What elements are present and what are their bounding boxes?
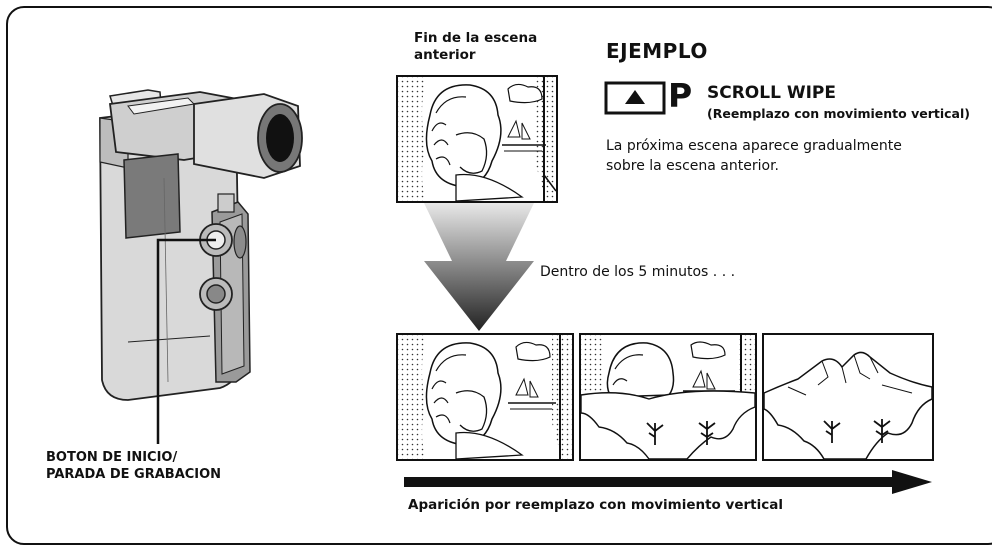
- button-label-line-2: PARADA DE GRABACION: [46, 467, 222, 482]
- sequence-image-2: [579, 333, 757, 461]
- scene-label: Fin de la escena anterior: [414, 30, 537, 64]
- up-arrow-icon: [604, 81, 666, 115]
- example-title: EJEMPLO: [606, 39, 708, 63]
- sequence-image-3: [762, 333, 934, 461]
- page-frame: [6, 6, 992, 545]
- camcorder-illustration: [99, 89, 303, 401]
- record-button-label: BOTON DE INICIO/ PARADA DE GRABACION: [46, 449, 221, 483]
- previous-scene-image: [396, 75, 558, 203]
- description-line-1: La próxima escena aparece gradualmente: [606, 138, 902, 154]
- right-arrow: [404, 470, 932, 494]
- leader-line: [156, 238, 216, 444]
- within-text: Dentro de los 5 minutos . . .: [540, 264, 736, 280]
- scene-label-line-2: anterior: [414, 47, 476, 63]
- sequence-caption: Aparición por reemplazo con movimiento v…: [408, 497, 783, 513]
- effect-name: SCROLL WIPE: [707, 83, 836, 103]
- mode-letter: P: [668, 76, 693, 115]
- scene-label-line-1: Fin de la escena: [414, 30, 538, 46]
- description-line-2: sobre la escena anterior.: [606, 158, 779, 174]
- effect-description: La próxima escena aparece gradualmente s…: [606, 136, 902, 176]
- effect-subtitle: (Reemplazo con movimiento vertical): [707, 106, 970, 121]
- down-arrow: [424, 203, 534, 331]
- button-label-line-1: BOTON DE INICIO/: [46, 450, 178, 465]
- sequence-image-1: [396, 333, 574, 461]
